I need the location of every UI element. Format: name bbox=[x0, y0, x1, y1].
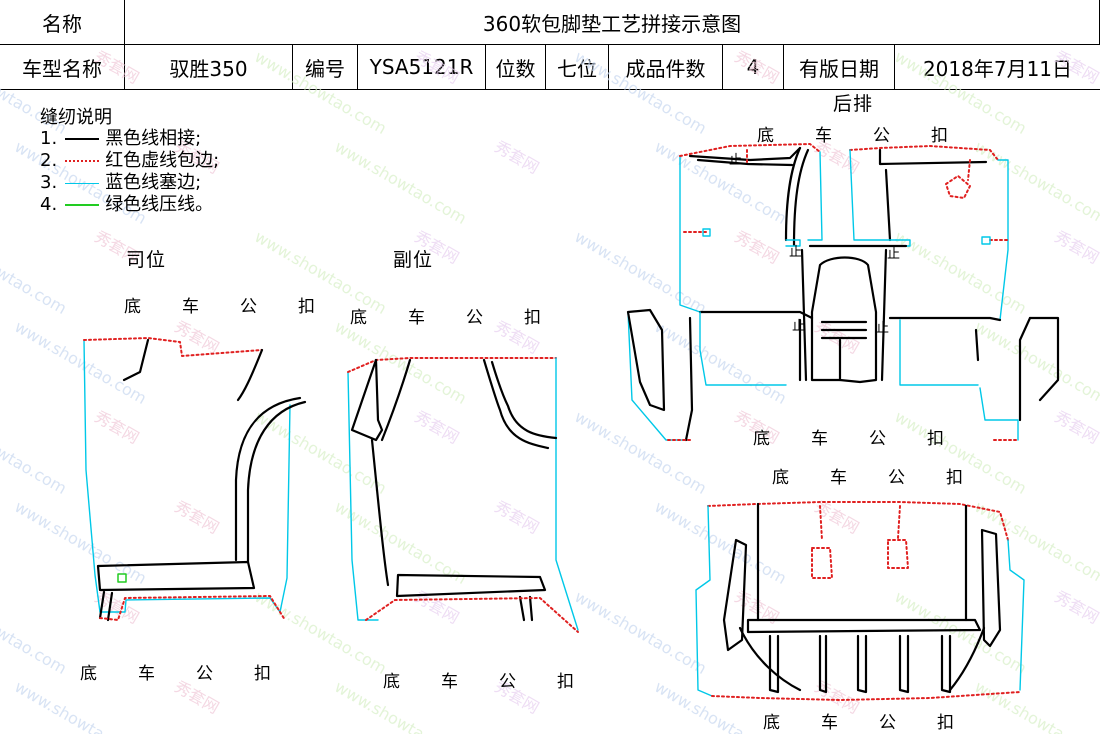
model-value: 驭胜350 bbox=[125, 45, 293, 90]
header-table: 名称 360软包脚垫工艺拼接示意图 车型名称 驭胜350 编号 YSA5121R… bbox=[0, 0, 1100, 90]
stop-mark: 止 bbox=[789, 245, 802, 260]
rear-mat-bottom bbox=[695, 501, 1025, 701]
legend-num: 2. bbox=[40, 150, 58, 171]
stop-mark: 止 bbox=[792, 319, 805, 334]
green-line-swatch bbox=[65, 204, 100, 206]
stop-mark: 止 bbox=[887, 247, 900, 262]
legend-num: 1. bbox=[40, 128, 58, 149]
fastener-label: 底车公扣 bbox=[757, 126, 948, 146]
code-label: 编号 bbox=[293, 45, 358, 90]
legend-item-red: 2. 红色虚线包边; bbox=[40, 146, 219, 172]
pieces-value: 4 bbox=[723, 45, 784, 90]
legend-text: 红色虚线包边; bbox=[105, 150, 220, 171]
date-value: 2018年7月11日 bbox=[895, 45, 1100, 90]
fastener-label: 底车公扣 bbox=[350, 308, 541, 328]
fastener-label: 底车公扣 bbox=[124, 297, 315, 317]
fastener-label: 底车公扣 bbox=[80, 664, 271, 684]
legend-num: 3. bbox=[40, 172, 58, 193]
legend-text: 绿色线压线。 bbox=[105, 194, 214, 215]
cyan-line-swatch bbox=[65, 182, 100, 184]
legend-item-green: 4. 绿色线压线。 bbox=[40, 190, 213, 216]
legend-item-cyan: 3. 蓝色线塞边; bbox=[40, 168, 201, 194]
seats-value: 七位 bbox=[546, 45, 609, 90]
driver-mat bbox=[83, 337, 307, 622]
date-label: 有版日期 bbox=[784, 45, 895, 90]
diagram-title: 360软包脚垫工艺拼接示意图 bbox=[125, 0, 1100, 45]
legend-title: 缝纫说明 bbox=[40, 107, 112, 128]
legend-item-black: 1. 黑色线相接; bbox=[40, 124, 201, 150]
fastener-label: 底车公扣 bbox=[763, 713, 954, 733]
red-dotted-swatch bbox=[65, 160, 100, 162]
black-line-swatch bbox=[65, 138, 100, 140]
stop-mark: 止 bbox=[876, 321, 889, 336]
rear-label: 后排 bbox=[833, 93, 874, 115]
passenger-mat bbox=[347, 357, 579, 633]
legend-text: 黑色线相接; bbox=[105, 128, 202, 149]
fastener-label: 底车公扣 bbox=[383, 672, 574, 692]
driver-label: 司位 bbox=[126, 249, 167, 271]
passenger-label: 副位 bbox=[393, 249, 434, 271]
rear-mat-top bbox=[626, 143, 1060, 442]
name-label: 名称 bbox=[0, 0, 125, 45]
legend-num: 4. bbox=[40, 194, 58, 215]
seats-label: 位数 bbox=[486, 45, 546, 90]
fastener-label: 底车公扣 bbox=[772, 468, 963, 488]
code-value: YSA5121R bbox=[358, 45, 486, 90]
model-label: 车型名称 bbox=[0, 45, 125, 90]
stop-mark: 止 bbox=[729, 153, 742, 168]
pieces-label: 成品件数 bbox=[609, 45, 723, 90]
fastener-label: 底车公扣 bbox=[753, 429, 944, 449]
legend-text: 蓝色线塞边; bbox=[105, 172, 202, 193]
